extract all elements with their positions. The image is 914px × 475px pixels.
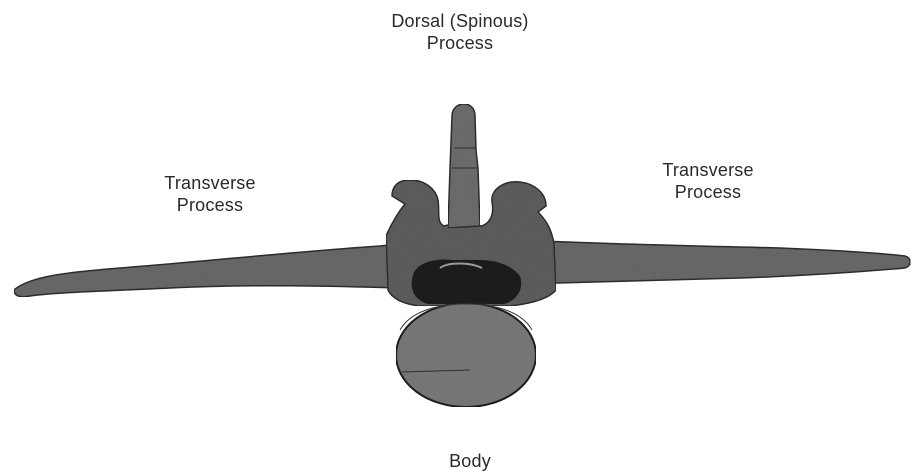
label-transverse-process-right: Transverse Process xyxy=(628,159,788,203)
label-text: Process xyxy=(340,32,580,54)
spinous-process xyxy=(448,104,480,228)
label-transverse-process-left: Transverse Process xyxy=(130,172,290,216)
label-text: Transverse xyxy=(628,159,788,181)
label-text: Body xyxy=(420,450,520,472)
label-text: Dorsal (Spinous) xyxy=(340,10,580,32)
vertebral-body xyxy=(396,303,536,407)
label-body: Body xyxy=(420,450,520,472)
transverse-process-right xyxy=(520,240,910,284)
transverse-process-left xyxy=(14,244,400,297)
label-text: Transverse xyxy=(130,172,290,194)
label-text: Process xyxy=(130,194,290,216)
label-text: Process xyxy=(628,181,788,203)
label-dorsal-spinous-process: Dorsal (Spinous) Process xyxy=(340,10,580,54)
neural-canal xyxy=(412,260,522,305)
